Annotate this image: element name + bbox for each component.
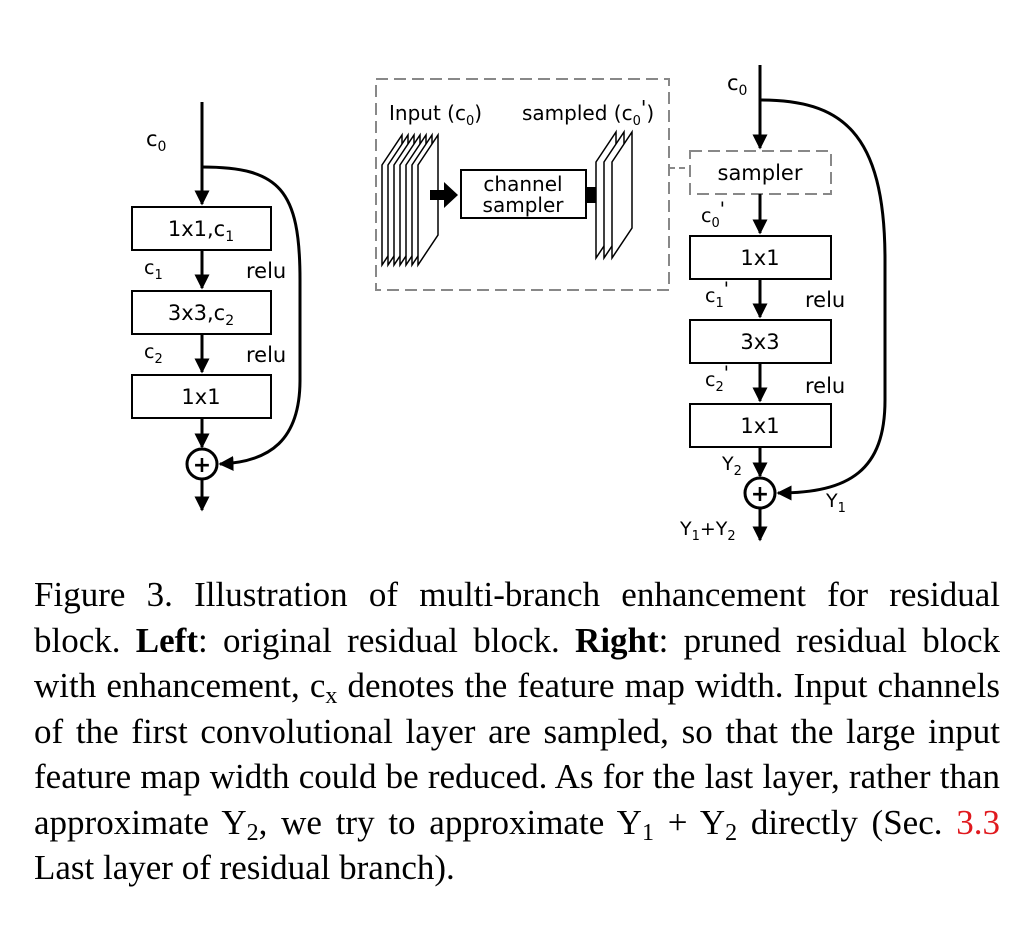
channel-sampler-line1: channel bbox=[483, 172, 562, 196]
right-conv3-box bbox=[689, 403, 832, 448]
section-reference-link[interactable]: 3.3 bbox=[956, 802, 1000, 842]
left-conv3-label: 1x1 bbox=[181, 385, 220, 409]
right-c1p-label: c1' bbox=[705, 278, 729, 311]
figure-caption: Figure 3. Illustration of multi-branch e… bbox=[34, 575, 1000, 887]
left-c2-label: c2 bbox=[144, 341, 163, 367]
right-add-symbol: + bbox=[751, 482, 769, 507]
right-output-label: Y1+Y2 bbox=[679, 518, 736, 544]
right-input-label: c0 bbox=[727, 71, 747, 99]
right-relu-2: relu bbox=[805, 374, 845, 398]
right-skip-connection bbox=[759, 98, 887, 501]
left-conv3-box bbox=[131, 374, 272, 419]
left-relu-2: relu bbox=[246, 343, 286, 367]
left-residual-block: c0 1x1,c1 c1 relu 3x3,c2 c2 relu 1x1 + bbox=[131, 102, 302, 512]
channel-sampler-inset: Input (c0) sampled (c0') channel sampler bbox=[375, 78, 690, 291]
left-conv1-label: 1x1,c1 bbox=[168, 217, 234, 245]
left-c1-label: c1 bbox=[144, 257, 163, 283]
right-conv1-box bbox=[689, 235, 832, 280]
inset-sampled-label: sampled (c0') bbox=[522, 96, 654, 129]
right-y2-label: Y2 bbox=[721, 453, 742, 479]
channel-sampler-line2: sampler bbox=[483, 193, 565, 217]
inset-input-label: Input (c0) bbox=[389, 101, 482, 129]
left-conv2-box bbox=[131, 290, 272, 335]
inset-arrow-in bbox=[430, 182, 458, 208]
inset-arrow-out bbox=[586, 187, 596, 203]
right-relu-1: relu bbox=[805, 288, 845, 312]
right-c2p-label: c2' bbox=[705, 362, 729, 395]
right-conv2-label: 3x3 bbox=[740, 330, 779, 354]
left-input-label: c0 bbox=[146, 127, 166, 155]
right-conv1-label: 1x1 bbox=[740, 246, 779, 270]
input-feature-stack bbox=[381, 132, 439, 268]
left-relu-1: relu bbox=[246, 259, 286, 283]
right-y1-label: Y1 bbox=[825, 490, 846, 516]
sampled-feature-stack bbox=[595, 129, 633, 261]
right-conv2-box bbox=[689, 319, 832, 364]
multi-branch-diagram: c0 1x1,c1 c1 relu 3x3,c2 c2 relu 1x1 + I… bbox=[131, 65, 887, 544]
right-residual-block: c0 sampler c0' 1x1 c1' relu 3x3 c2' relu… bbox=[679, 65, 887, 544]
left-add-symbol: + bbox=[193, 453, 211, 478]
sampler-label: sampler bbox=[718, 161, 803, 185]
left-conv2-label: 3x3,c2 bbox=[168, 301, 234, 329]
right-c0p-label: c0' bbox=[701, 198, 725, 231]
right-conv3-label: 1x1 bbox=[740, 414, 779, 438]
inset-dashed-frame bbox=[375, 78, 670, 291]
left-skip-connection bbox=[201, 165, 302, 471]
